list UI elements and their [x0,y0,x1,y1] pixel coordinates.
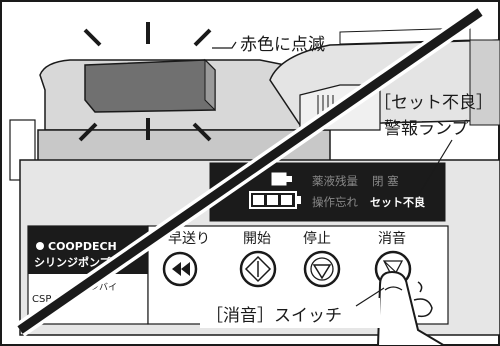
brand-logo-text: COOPDECH [48,240,117,253]
brand-product-text: シリンジポンプ [34,255,112,269]
pressing-finger [376,270,447,346]
thumb [413,298,433,318]
panel-setfault-label: セット不良 [370,195,425,209]
brand-model-text: CSP-12 [32,294,67,305]
brand-model-suffix: ンバイ [90,282,117,293]
device-right-edge [469,39,500,126]
mute-button-label: 消音 [378,230,406,247]
blink-rays [78,22,212,142]
brand-logo-mark-icon [36,242,44,250]
battery-full-icon [249,191,301,209]
rewind-icon [172,262,190,276]
blinking-lamp [84,59,216,113]
switch-callout-bg [200,298,380,328]
lamp-callout-line2: 警報ランプ [384,119,469,139]
switch-callout-text: ［消音］スイッチ [206,306,342,326]
start-button-label: 開始 [243,231,271,247]
switch-callout-line [355,287,385,307]
blinking-lamp-side [204,58,216,112]
prohibition-slash [17,8,483,334]
stop-button-label: 停止 [303,230,331,247]
mute-icon [382,260,404,280]
lamp-callout-line1: ［セット不良］ [374,93,493,113]
lamp-callout-line [417,139,453,197]
rewind-button-label: 早送り [168,231,210,247]
rewind-button[interactable] [162,251,198,287]
press-motion-mark [417,281,423,293]
panel-forgot-label: 操作忘れ [312,195,358,209]
panel-occlusion-label: 閉 塞 [372,174,399,188]
start-button[interactable] [239,250,277,288]
blink-callout-text: 赤色に点滅 [240,35,325,55]
blink-callout-line [212,41,237,49]
stop-triangle-icon [312,264,332,280]
start-diamond-icon [244,255,272,283]
battery-half-icon [271,172,292,186]
panel-remaining-label: 薬液残量 [312,174,358,188]
fingernail [384,286,403,291]
stop-button[interactable] [303,250,341,288]
